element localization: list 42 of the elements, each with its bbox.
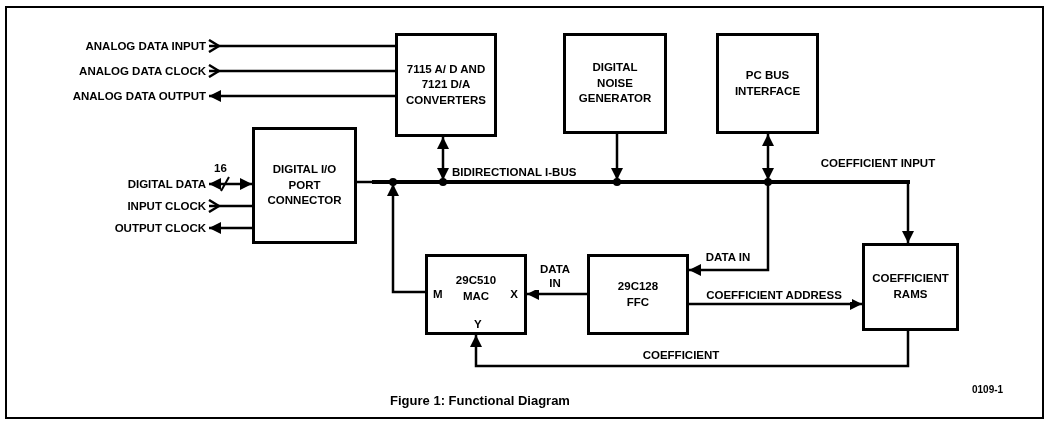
block-box [862,243,959,331]
block-label: 7115 A/ D AND 7121 D/A CONVERTERS [405,61,487,108]
connector-arrow [527,288,587,300]
block-box [252,127,357,244]
block-box [587,254,689,335]
bus-name: BIDIRECTIONAL I-BUS [452,165,577,179]
block-label: COEFFICIENT RAMS [871,271,950,302]
block-label: PC BUS INTERFACE [733,68,802,99]
block-box [716,33,819,134]
block-box [395,33,497,137]
block-label: 29C128 FFC [616,279,660,310]
block-box [563,33,667,134]
port-label: X [510,287,518,301]
connector-arrow [209,222,252,234]
signal-label: ANALOG DATA CLOCK [40,64,206,78]
connector-arrow [209,90,395,102]
connector-arrow [209,178,252,190]
connector-arrow [470,331,910,368]
connector-arrow [902,184,914,243]
port-label: Y [474,317,482,331]
connector-arrow [689,298,862,310]
connector-arrow [762,134,774,180]
block-label: 29C510 MAC [454,273,498,304]
signal-label: OUTPUT CLOCK [60,221,206,235]
connector-arrow [207,38,395,54]
block-box [425,254,527,335]
figure-number: 0109-1 [972,383,1004,397]
block-label: DIGITAL NOISE GENERATOR [577,60,653,107]
port-label: M [433,287,443,301]
connector-arrow [689,184,770,276]
signal-label: ANALOG DATA INPUT [40,39,206,53]
connector-arrow [437,137,449,180]
signal-label: ANALOG DATA OUTPUT [40,89,206,103]
signal-label: DIGITAL DATA [60,177,206,191]
signal-label: INPUT CLOCK [60,199,206,213]
connector-arrow [611,134,623,180]
connector-arrow [207,198,252,214]
figure-caption: Figure 1: Functional Diagram [389,393,571,408]
bus-width-number: 16 [214,161,227,175]
connector-arrow [387,184,425,294]
block-label: DIGITAL I/O PORT CONNECTOR [266,162,343,209]
connector-arrow [207,63,395,79]
